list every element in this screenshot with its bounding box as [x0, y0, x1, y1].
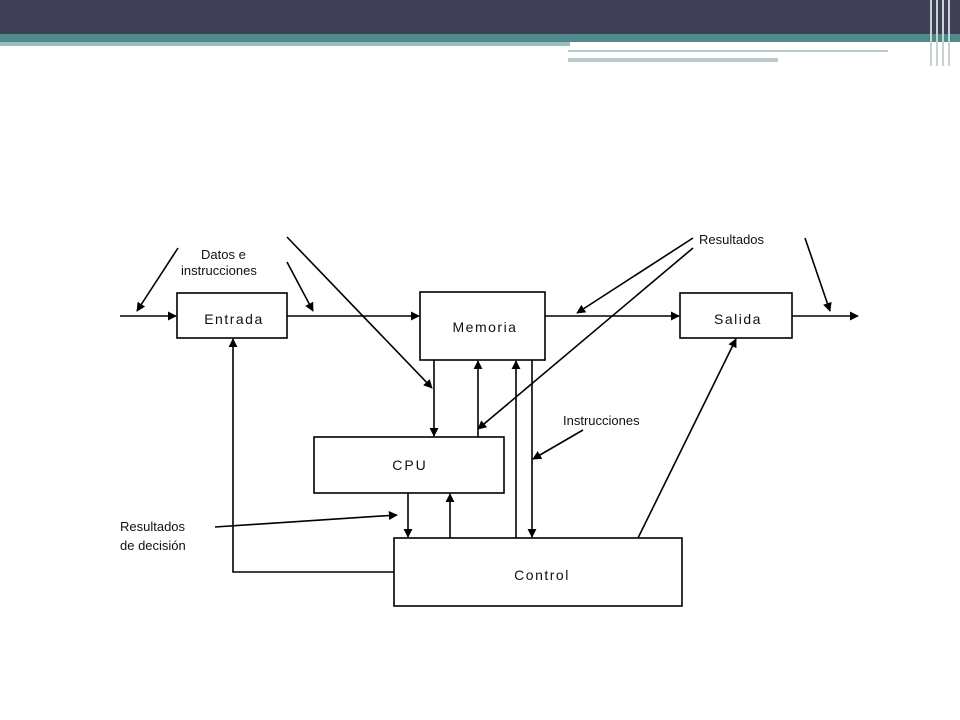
datos-pointer-entrada — [286, 261, 314, 312]
accent-band-light — [0, 42, 570, 46]
datos-label-line2: instrucciones — [181, 263, 257, 278]
accent-line — [568, 58, 778, 62]
instrucciones-label: Instrucciones — [563, 413, 640, 428]
cpu-box — [313, 436, 505, 494]
memoria-label: Memoria — [453, 319, 518, 335]
control-salida-arrow — [637, 338, 737, 539]
memoria-box — [419, 291, 546, 361]
datos-pointer-cpu — [286, 236, 433, 389]
accent-band — [0, 34, 960, 42]
decorative-stripes — [928, 0, 954, 66]
resultados-decision-line2: de decisión — [120, 538, 186, 553]
resultados-decision-line1: Resultados — [120, 519, 186, 534]
datos-pointer-input — [136, 247, 179, 312]
control-label: Control — [514, 567, 570, 583]
resultados-pointer-output — [804, 237, 832, 312]
control-entrada-arrow — [228, 338, 394, 573]
resultados-pointer-memoria — [576, 237, 694, 314]
entrada-label: Entrada — [204, 311, 264, 327]
salida-label: Salida — [714, 311, 762, 327]
resultados-label: Resultados — [699, 232, 765, 247]
datos-label-line1: Datos e — [201, 247, 246, 262]
decision-pointer — [214, 511, 398, 528]
title-bar — [0, 0, 960, 34]
resultados-pointer-cpu — [477, 247, 694, 430]
cpu-label: CPU — [392, 457, 428, 473]
instrucciones-pointer — [532, 429, 584, 460]
accent-line — [568, 50, 888, 52]
